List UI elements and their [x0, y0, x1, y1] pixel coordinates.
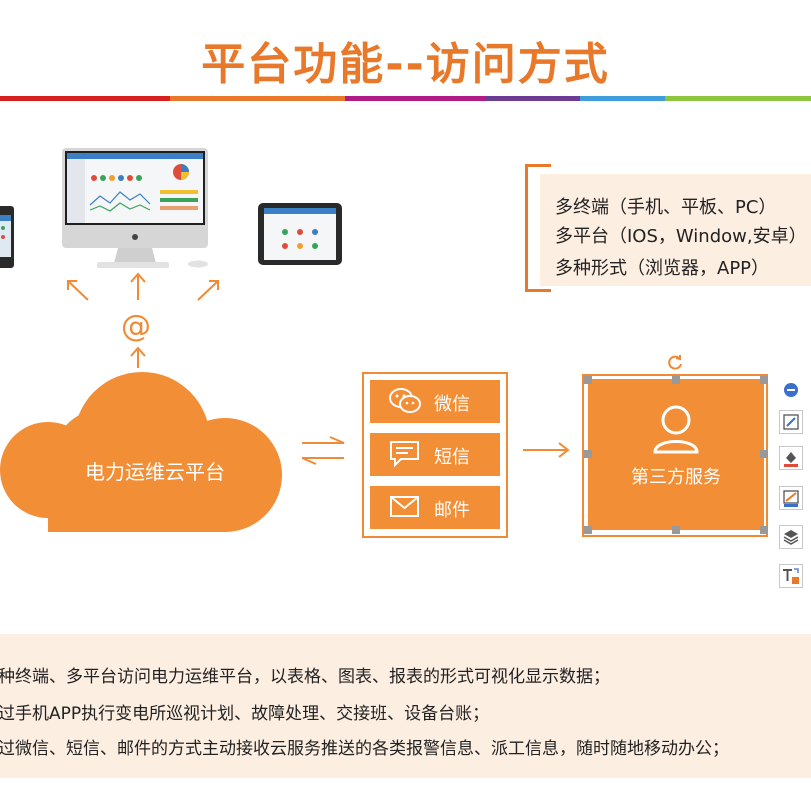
footer-description-panel [0, 634, 811, 778]
tool-fill[interactable] [779, 446, 803, 470]
third-party-label: 第三方服务 [631, 467, 721, 488]
mail-icon [390, 496, 419, 517]
outline-icon [783, 490, 799, 507]
channel-mail-label: 邮件 [434, 500, 470, 521]
device-arrows [67, 272, 219, 368]
sms-icon [390, 441, 419, 468]
callout-line-terminals: 多终端（手机、平板、PC） [555, 197, 777, 218]
phone-icon [0, 206, 14, 268]
text-icon [783, 568, 799, 584]
layers-icon [783, 530, 799, 545]
rotate-handle-icon[interactable] [667, 354, 685, 372]
tool-outline[interactable] [779, 486, 803, 510]
callout-line-platforms: 多平台（IOS，Window,安卓） [555, 226, 807, 247]
page-title: 平台功能--访问方式 [201, 39, 610, 90]
arrow-to-third-party [523, 442, 570, 458]
channel-mail[interactable]: 邮件 [370, 486, 500, 529]
channels-frame [362, 372, 508, 538]
footer-line-2: 过手机APP执行变电所巡视计划、故障处理、交接班、设备台账； [0, 704, 490, 724]
collapse-icon[interactable] [783, 382, 799, 398]
callout-bracket [525, 164, 551, 292]
sync-arrows-icon [301, 436, 345, 465]
footer-line-3: 过微信、短信、邮件的方式主动接收云服务推送的各类报警信息、派工信息，随时随地移动… [0, 739, 729, 759]
channel-sms[interactable]: 短信 [370, 433, 500, 476]
channel-wechat[interactable]: 微信 [370, 380, 500, 423]
callout-box [540, 174, 811, 286]
tablet-icon [258, 203, 342, 265]
tool-text[interactable] [779, 564, 803, 588]
footer-line-1: 种终端、多平台访问电力运维平台，以表格、图表、报表的形式可视化显示数据； [0, 667, 610, 687]
access-at-symbol: @ [121, 309, 151, 344]
tool-layers[interactable] [779, 525, 803, 549]
fill-icon [784, 452, 798, 467]
user-icon [653, 405, 699, 454]
channel-sms-label: 短信 [434, 447, 470, 468]
callout-line-forms: 多种形式（浏览器，APP） [555, 258, 770, 279]
third-party-service-box[interactable] [588, 379, 764, 530]
style-icon [783, 414, 799, 430]
cloud-platform-label: 电力运维云平台 [85, 460, 225, 484]
wechat-icon [389, 388, 421, 413]
channel-wechat-label: 微信 [434, 394, 470, 415]
desktop-monitor-icon [62, 148, 208, 268]
tool-style[interactable] [779, 410, 803, 434]
